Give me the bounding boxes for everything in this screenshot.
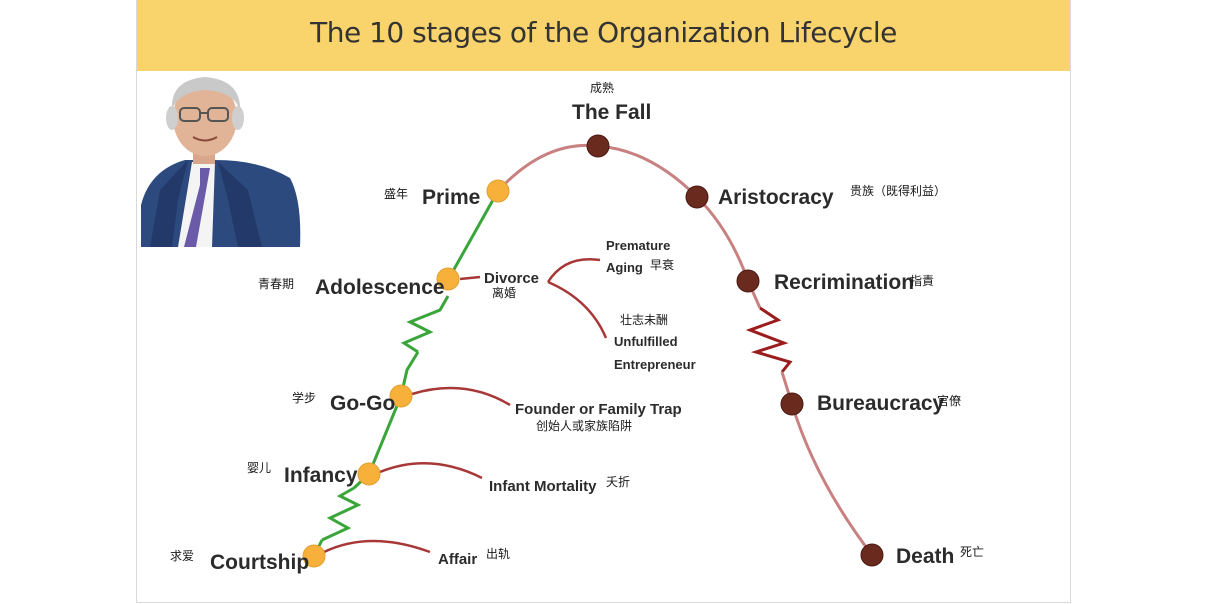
premature-aging-trap-line [546, 258, 601, 283]
stage-death-label: Death [896, 545, 954, 568]
trap-founder-cn: 创始人或家族陷阱 [536, 418, 632, 433]
trap-unfulfilled-line1: Unfulfilled [614, 334, 678, 349]
trap-affair-label: Affair [438, 551, 477, 568]
stage-infancy-label: Infancy [284, 464, 358, 487]
trap-divorce-label: Divorce [484, 270, 539, 287]
stage-recrimination-cn: 指責 [910, 273, 934, 288]
page-title: The 10 stages of the Organization Lifecy… [310, 16, 897, 49]
trap-premature-line1: Premature [606, 238, 670, 253]
founder-trap-line [411, 386, 511, 407]
stage-courtship-label: Courtship [210, 551, 309, 574]
gogo-node [389, 384, 413, 408]
trap-founder-label: Founder or Family Trap [515, 401, 682, 418]
aristocracy-node [685, 185, 709, 209]
stage-courtship-cn: 求爱 [170, 549, 194, 563]
stage-gogo-label: Go-Go [330, 392, 395, 415]
growth-curve [312, 190, 500, 557]
trap-lines [323, 258, 608, 554]
stage-nodes [302, 134, 884, 568]
decline-curve [496, 143, 874, 556]
stage-aristocracy-label: Aristocracy [718, 186, 834, 209]
stage-fall-label: The Fall [572, 101, 651, 124]
stage-prime-cn: 盛年 [384, 186, 408, 201]
prime-node [486, 179, 510, 203]
stage-bureaucracy-label: Bureaucracy [817, 392, 945, 415]
death-node [860, 543, 884, 567]
stage-adolescence-label: Adolescence [315, 276, 445, 299]
portrait-image [141, 71, 303, 247]
trap-unfulfilled-line2: Entrepreneur [614, 357, 696, 372]
trap-infant-mortality-cn: 夭折 [606, 474, 630, 489]
trap-aging-line2: Aging [606, 260, 643, 275]
trap-affair-cn: 出轨 [486, 547, 510, 561]
affair-trap-line [323, 539, 431, 554]
trap-infant-mortality-label: Infant Mortality [489, 478, 597, 495]
courtship-node [302, 544, 326, 568]
bureaucracy-node [780, 392, 804, 416]
stage-aristocracy-cn: 贵族（既得利益） [850, 183, 946, 198]
adolescence-node [436, 267, 460, 291]
unfulfilled-trap-line [547, 280, 608, 339]
stage-death-cn: 死亡 [960, 545, 984, 559]
infant-mortality-trap-line [379, 462, 483, 480]
stage-prime-label: Prime [422, 186, 480, 209]
trap-divorce-cn: 离婚 [492, 285, 516, 300]
title-banner [137, 0, 1070, 71]
stage-gogo-cn: 学步 [292, 390, 316, 405]
trap-unfulfilled-cn: 壮志未酬 [620, 313, 668, 327]
trap-premature-cn: 早衰 [650, 257, 674, 272]
fall-node [586, 134, 610, 158]
infancy-node [357, 462, 381, 486]
stage-adolescence-cn: 青春期 [258, 277, 294, 291]
stage-recrimination-label: Recrimination [774, 271, 914, 294]
recrimination-node [736, 269, 760, 293]
stage-bureaucracy-cn: 官僚 [937, 393, 961, 408]
divorce-trap-line [459, 275, 481, 281]
stage-infancy-cn: 婴儿 [247, 461, 271, 475]
stage-fall-cn: 成熟 [590, 80, 614, 95]
